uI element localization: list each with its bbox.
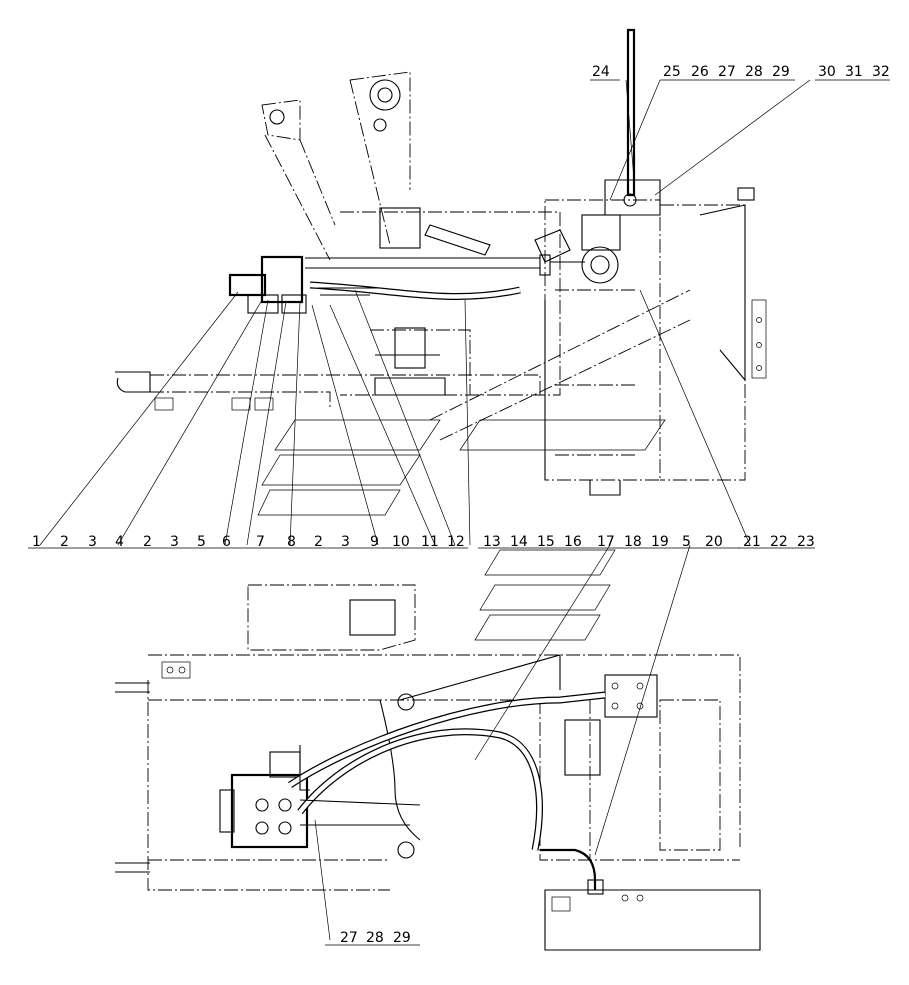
callout-16: 16 — [564, 534, 582, 550]
callout-2b: 2 — [143, 534, 152, 550]
callout-27b: 27 — [340, 930, 358, 946]
callout-22: 22 — [770, 534, 788, 550]
callout-32: 32 — [872, 64, 890, 80]
plan-view — [115, 584, 761, 951]
callout-1: 1 — [32, 534, 41, 550]
section-arrows — [257, 419, 666, 641]
callout-28: 28 — [745, 64, 763, 80]
callout-6: 6 — [222, 534, 231, 550]
callout-21: 21 — [743, 534, 761, 550]
callout-27: 27 — [718, 64, 736, 80]
leader-lines — [39, 79, 811, 941]
callout-31: 31 — [845, 64, 863, 80]
callout-2: 2 — [60, 534, 69, 550]
callout-28b: 28 — [366, 930, 384, 946]
callout-5b: 5 — [682, 534, 691, 550]
callout-3: 3 — [88, 534, 97, 550]
callout-numbers: 1 2 3 4 2 3 5 6 7 8 2 3 9 10 11 12 13 14… — [28, 64, 890, 946]
callout-26: 26 — [691, 64, 709, 80]
callout-7: 7 — [256, 534, 265, 550]
callout-15: 15 — [537, 534, 555, 550]
callout-9: 9 — [370, 534, 379, 550]
callout-11: 11 — [421, 534, 439, 550]
callout-30: 30 — [818, 64, 836, 80]
callout-17: 17 — [597, 534, 615, 550]
callout-29b: 29 — [393, 930, 411, 946]
callout-14: 14 — [510, 534, 528, 550]
callout-2c: 2 — [314, 534, 323, 550]
callout-12: 12 — [447, 534, 465, 550]
callout-23: 23 — [797, 534, 815, 550]
callout-25: 25 — [663, 64, 681, 80]
callout-4: 4 — [115, 534, 124, 550]
callout-3c: 3 — [341, 534, 350, 550]
callout-18: 18 — [624, 534, 642, 550]
callout-29: 29 — [772, 64, 790, 80]
side-view — [115, 28, 767, 496]
callout-3b: 3 — [170, 534, 179, 550]
callout-10: 10 — [392, 534, 410, 550]
callout-5: 5 — [197, 534, 206, 550]
callout-24: 24 — [592, 64, 610, 80]
callout-20: 20 — [705, 534, 723, 550]
callout-19: 19 — [651, 534, 669, 550]
callout-8: 8 — [287, 534, 296, 550]
callout-13: 13 — [483, 534, 501, 550]
